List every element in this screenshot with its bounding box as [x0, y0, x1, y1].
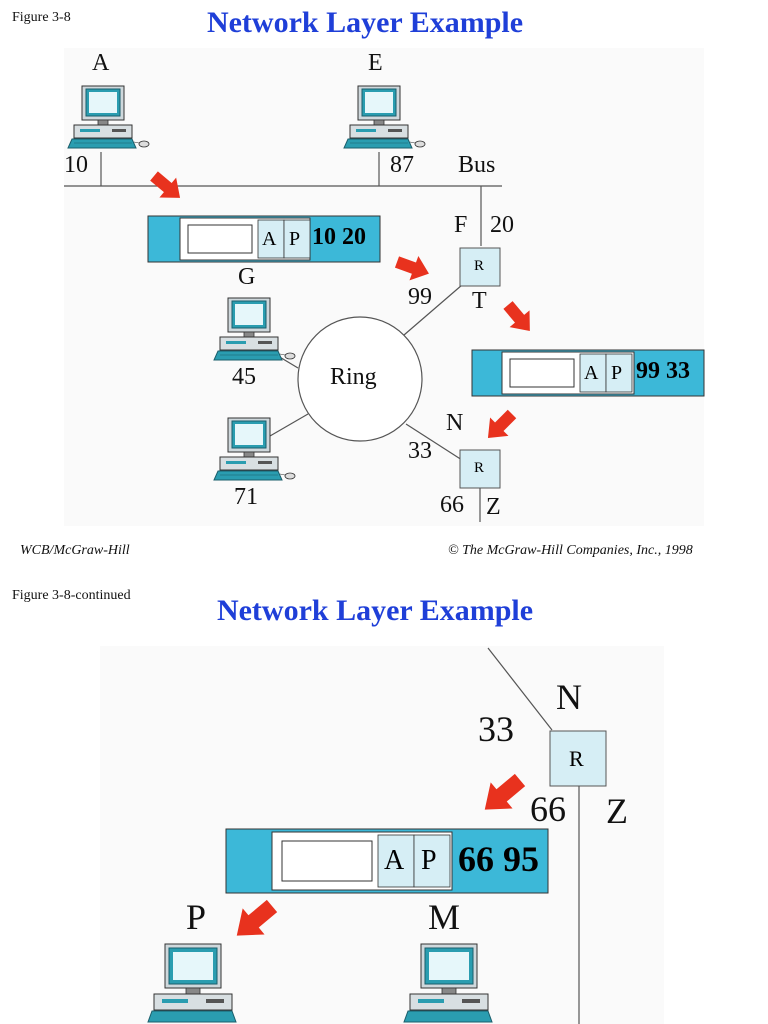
host-g-name: G — [238, 264, 256, 290]
router1-port-f-name: F — [454, 212, 468, 238]
packet2-p-cell — [605, 353, 633, 393]
packet3-p-label: P — [421, 845, 437, 876]
host-a-name: A — [92, 50, 110, 76]
host-p-computer-icon — [147, 943, 237, 1023]
router2-port-n-name: N — [446, 410, 464, 436]
bus-label: Bus — [458, 152, 496, 178]
arrow-5-icon — [473, 766, 531, 823]
packet2-address: 99 33 — [636, 358, 690, 384]
packet2-a-label: A — [584, 362, 599, 384]
host-m-computer-icon — [403, 943, 493, 1023]
packet2-a-cell — [579, 353, 607, 393]
ring-to-router2 — [405, 423, 463, 461]
host-p-name: P — [186, 897, 207, 937]
ring-to-router1 — [403, 284, 463, 336]
host-g-address: 45 — [232, 364, 256, 390]
packet1-a-label: A — [262, 228, 277, 250]
ring-to-71 — [269, 413, 309, 437]
host-e-address: 87 — [390, 152, 414, 178]
page-title: Network Layer Example — [206, 6, 524, 39]
router-out-address: 66 — [530, 789, 566, 829]
figure-label-continued: Figure 3-8-continued — [12, 588, 131, 603]
router1-ring-address: 99 — [408, 284, 432, 310]
host-71-address: 71 — [234, 484, 258, 510]
router-n-box — [549, 730, 607, 787]
packet2-data — [509, 358, 575, 388]
ring — [297, 316, 423, 442]
router-in-address: 33 — [478, 709, 514, 749]
router-n-name: N — [556, 677, 582, 717]
page-title-continued: Network Layer Example — [216, 594, 534, 627]
packet3-address: 66 95 — [458, 839, 539, 879]
packet1-address: 10 20 — [312, 224, 366, 250]
ring-label: Ring — [330, 364, 377, 390]
packet1-data — [187, 224, 253, 254]
packet1-p-cell — [283, 219, 311, 259]
host-m-name: M — [428, 897, 461, 937]
link-from-ring — [487, 647, 553, 731]
network-diagram — [64, 85, 705, 522]
router1-box — [459, 247, 501, 287]
figure-label: Figure 3-8 — [12, 10, 71, 25]
packet3-data — [281, 840, 373, 882]
packet2-p-label: P — [611, 362, 623, 384]
router2-out-address: 66 — [440, 492, 464, 518]
packet3-a-label: A — [384, 845, 405, 876]
packet3-p-cell — [413, 834, 451, 888]
router-port-z-name: Z — [606, 791, 628, 831]
footer-copyright: © The McGraw-Hill Companies, Inc., 1998 — [448, 543, 693, 558]
router2-box — [459, 449, 501, 489]
packet1-p-label: P — [289, 228, 301, 250]
router2-port-z-name: Z — [486, 494, 501, 520]
router1-label: R — [474, 258, 485, 274]
host-a-address: 10 — [64, 152, 88, 178]
router-n-label: R — [569, 746, 584, 771]
footer-publisher: WCB/McGraw-Hill — [20, 543, 130, 558]
packet3-a-cell — [377, 834, 415, 888]
arrow-6-icon — [225, 892, 283, 949]
router2-label: R — [474, 460, 485, 476]
router2-ring-address: 33 — [408, 438, 432, 464]
router1-port-t-name: T — [472, 288, 487, 314]
host-e-name: E — [368, 50, 383, 76]
router1-port-f-address: 20 — [490, 212, 514, 238]
